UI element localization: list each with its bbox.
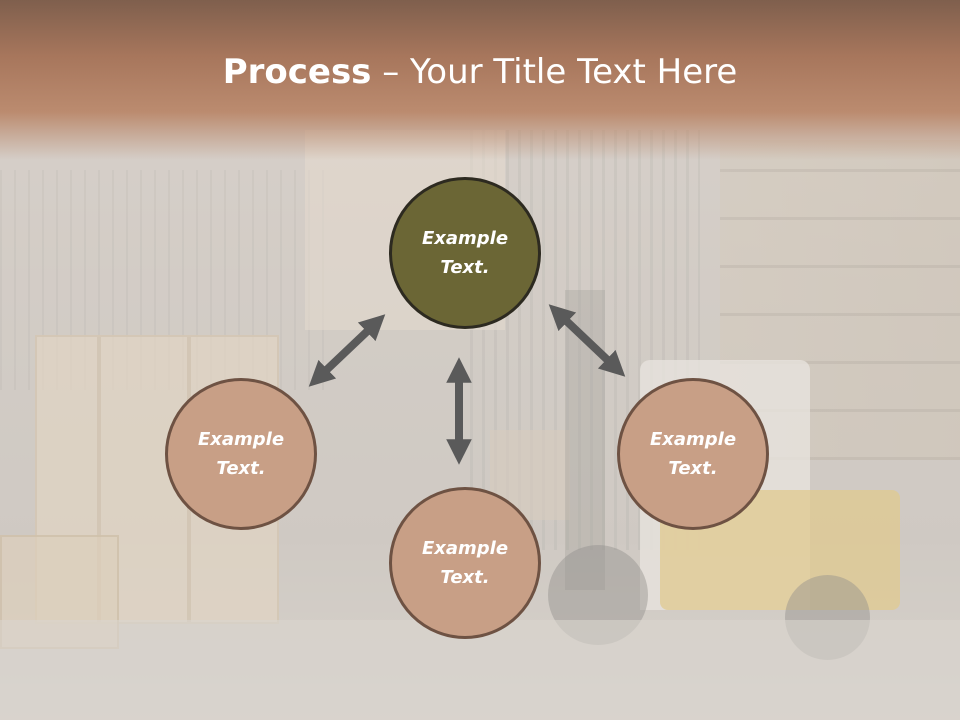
node-text-line1: Example (649, 429, 737, 450)
node-text-line1: Example (421, 228, 509, 249)
title-rest: – Your Title Text Here (371, 52, 738, 92)
node-text-line2: Text. (668, 458, 718, 479)
cycle-node-top[interactable]: Example Text. (389, 177, 541, 329)
node-text-line2: Text. (440, 567, 490, 588)
node-text-line2: Text. (440, 257, 490, 278)
title-bar: Process – Your Title Text Here (0, 0, 960, 160)
cycle-node-left[interactable]: Example Text. (165, 378, 317, 530)
node-text-line2: Text. (216, 458, 266, 479)
cycle-node-right[interactable]: Example Text. (617, 378, 769, 530)
cycle-node-bottom[interactable]: Example Text. (389, 487, 541, 639)
node-text-line1: Example (421, 538, 509, 559)
title-bold: Process (222, 52, 372, 92)
double-arrow-icon (308, 314, 386, 387)
slide-title[interactable]: Process – Your Title Text Here (0, 52, 960, 92)
node-text-line1: Example (197, 429, 285, 450)
double-arrow-icon (548, 304, 626, 377)
